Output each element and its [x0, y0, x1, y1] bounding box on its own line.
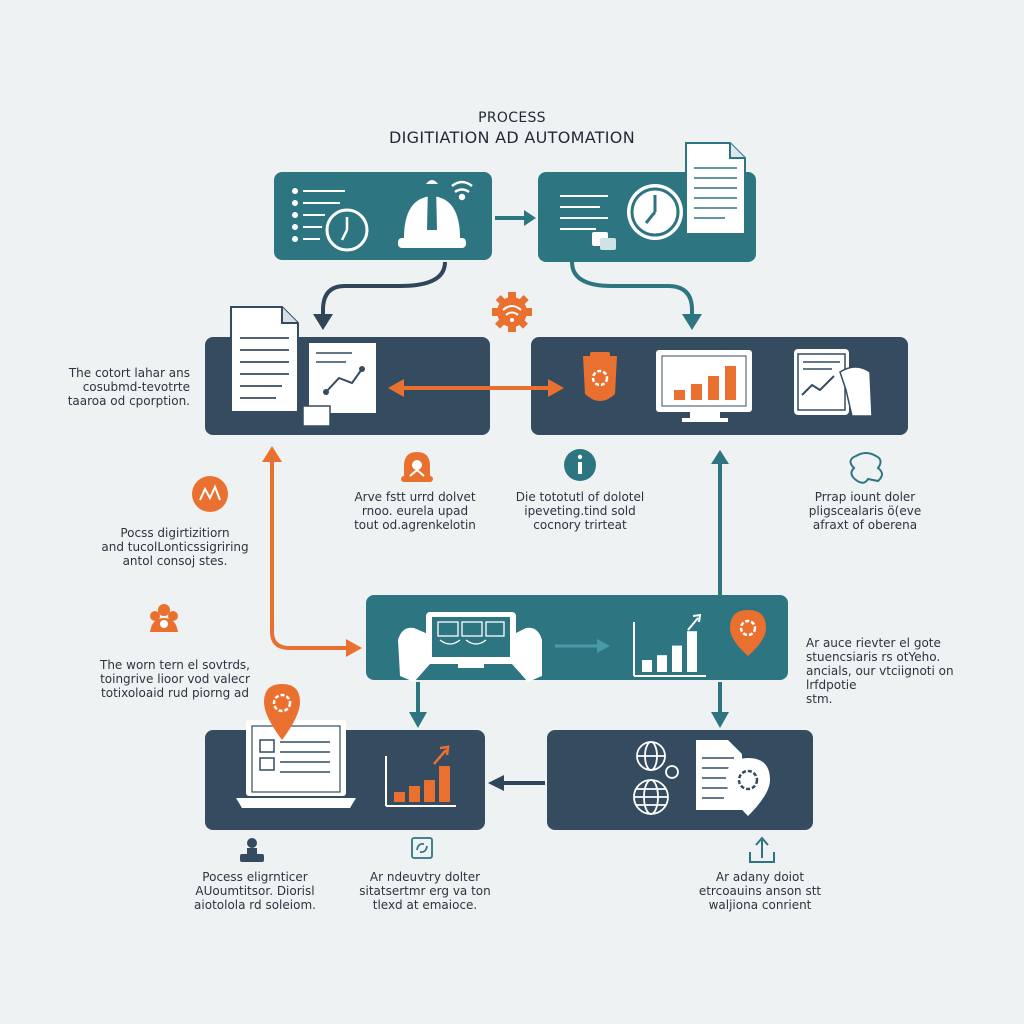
bar-mark [439, 766, 450, 802]
bar-mark [687, 631, 697, 672]
caption-left-mid: Pocss digirtizitiorn and tucolLonticssig… [101, 526, 249, 568]
bar-mark [725, 366, 736, 400]
wifi-icon [451, 180, 473, 201]
document-icon-2 [230, 306, 299, 413]
shield-gear-icon [583, 352, 617, 401]
hands-tablet-icon [398, 612, 542, 682]
chart-panel-icon [302, 343, 376, 427]
user-icon [240, 838, 264, 862]
bar-mark [394, 792, 405, 802]
robot-icon [401, 452, 433, 482]
bar-mark [409, 786, 420, 802]
gear-wifi-icon [492, 292, 532, 332]
location-gear-icon-2 [264, 684, 300, 740]
sync-icon [411, 837, 433, 859]
clock-icon [325, 208, 369, 252]
puzzle-icon [849, 452, 883, 484]
bar-mark [424, 780, 435, 802]
caption-right-top: Prrap iount doler pligscealaris ö(eve af… [808, 490, 922, 532]
user-group-icon [150, 604, 178, 632]
caption-bottom-c: Ar adany doiot etrcoauins anson stt walj… [698, 870, 822, 912]
gear-wifi-icon-left [192, 476, 228, 512]
diagram-title-line2: DIGITIATION AD AUTOMATION [389, 128, 635, 147]
bar-mark [674, 390, 685, 400]
caption-bottom-b: Ar ndeuvtry dolter sitatsertmr erg va to… [359, 870, 491, 912]
checklist-icon [292, 188, 345, 242]
caption-mid-a: Arve fstt urrd dolvet rnoo. eurela upad … [354, 490, 476, 532]
bar-mark [672, 645, 682, 672]
caption-bottom-a: Pocess eligrnticer AUoumtitsor. Diorisl … [194, 870, 316, 912]
caption-left-low: The worn tern el sovtrds, toingrive lioo… [100, 658, 250, 700]
monitor-chart-icon [656, 350, 752, 422]
clock-icon-2 [627, 184, 683, 240]
location-gear-icon [730, 610, 766, 656]
bar-mark [708, 376, 719, 400]
caption-left-top: The cotort lahar ans cosubmd-tevotrte ta… [67, 366, 190, 408]
growth-chart-icon-2 [385, 745, 456, 807]
bar-mark [657, 655, 667, 672]
caption-mid-b: Die tototutl of dolotel ipeveting.tind s… [515, 490, 645, 532]
document-icon [685, 142, 746, 235]
laptop-icon [236, 720, 356, 808]
growth-chart-icon [633, 613, 706, 677]
hard-hat-icon [398, 180, 466, 248]
info-icon [564, 449, 596, 481]
diagram-title-line1: PROCESS [478, 110, 546, 126]
location-gear-icon-3 [726, 758, 770, 816]
text-lines-icon [560, 195, 608, 230]
bar-mark [642, 660, 652, 672]
caption-right-mid: Ar auce rievter el gote stuencsiaris rs … [806, 636, 954, 706]
globe-icon [633, 741, 679, 815]
bar-mark [691, 384, 702, 400]
tablet-chart-icon [794, 349, 873, 417]
upload-icon [749, 836, 775, 863]
